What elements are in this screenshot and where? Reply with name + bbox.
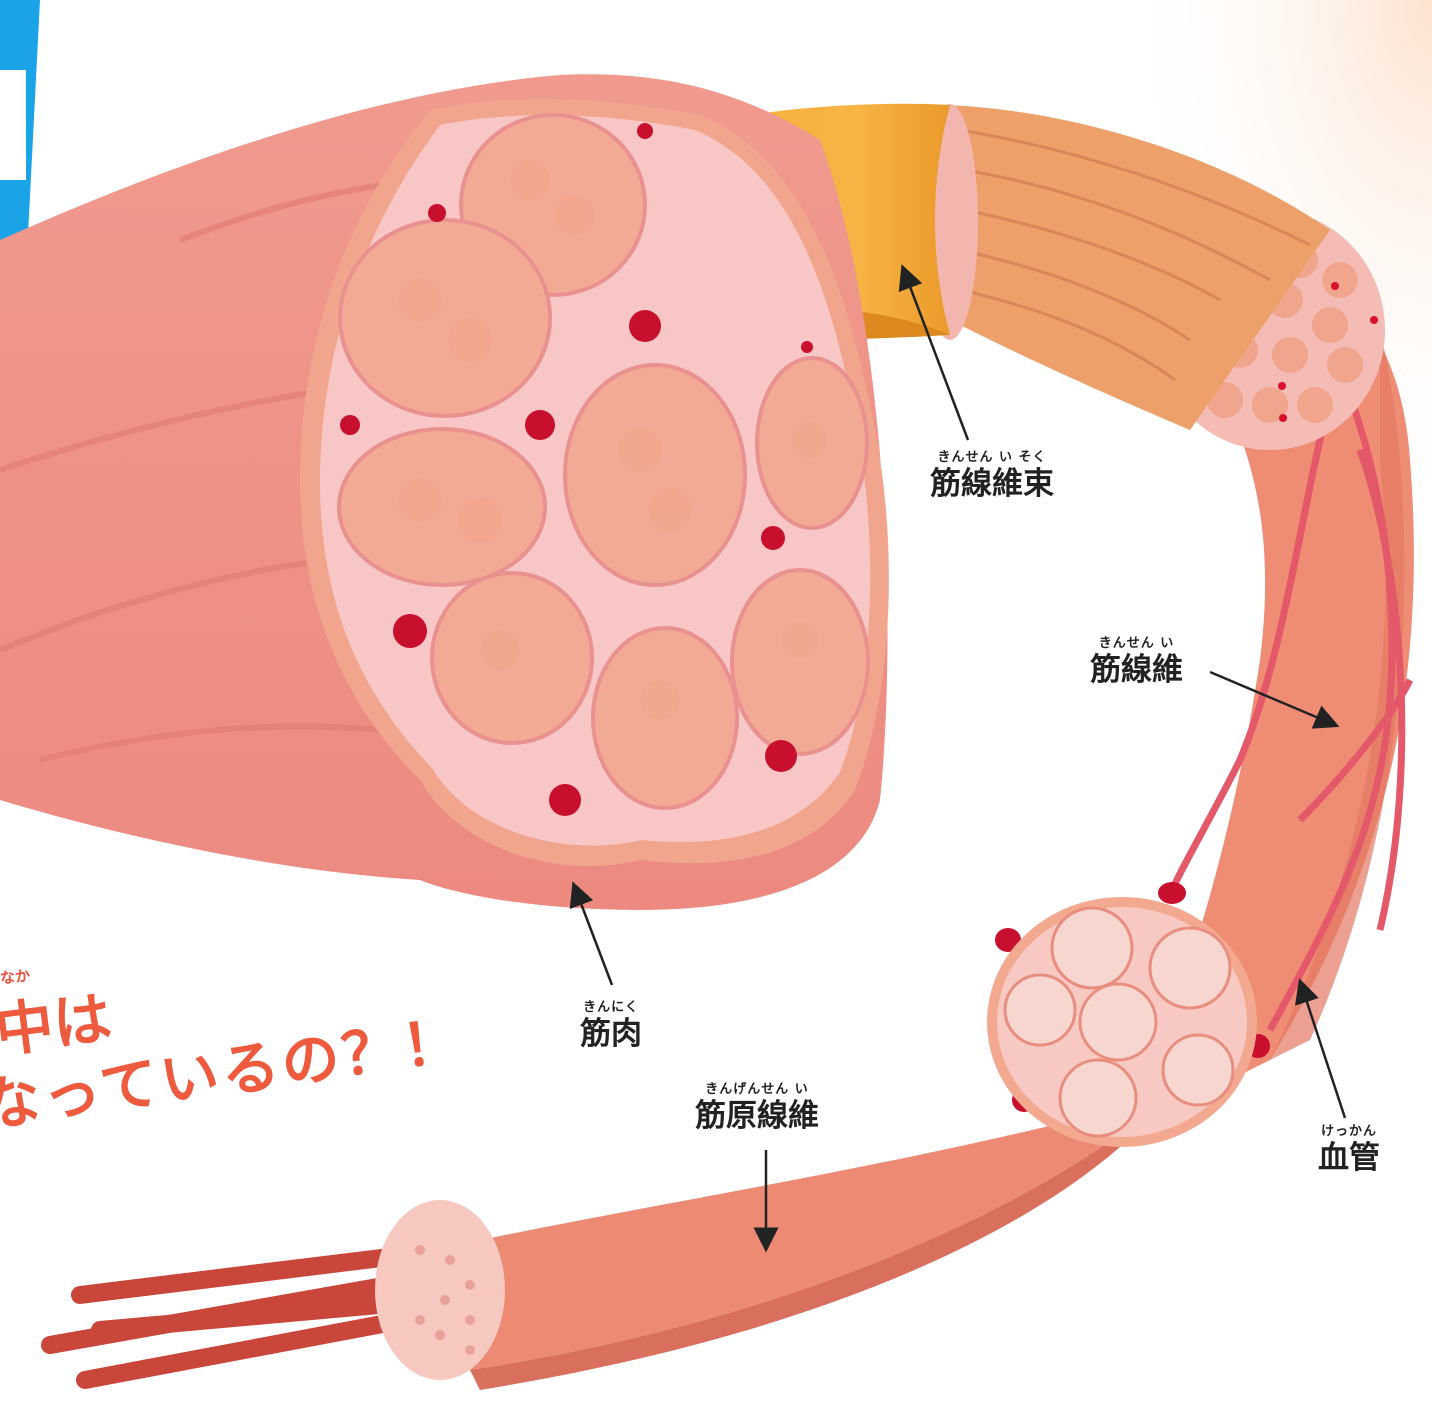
whole-muscle — [0, 74, 889, 910]
text-fiber: 筋線維 — [1090, 652, 1183, 688]
text-fascicle: 筋線維束 — [930, 466, 1054, 502]
myofibril-strand — [50, 1095, 1170, 1390]
text-myofibril: 筋原線維 — [695, 1098, 819, 1134]
arrow-vessel — [1303, 990, 1345, 1118]
label-fascicle: きんせん い そく 筋線維束 — [930, 450, 1054, 502]
label-muscle: きんにく 筋肉 — [580, 1000, 642, 1052]
label-fiber: きんせん い 筋線維 — [1090, 636, 1183, 688]
ruby-vessel: けっかん — [1318, 1124, 1380, 1140]
ruby-muscle: きんにく — [580, 1000, 642, 1016]
label-myofibril: きんげんせん い 筋原線維 — [695, 1082, 819, 1134]
text-vessel: 血管 — [1318, 1140, 1380, 1176]
ruby-myofibril: きんげんせん い — [695, 1082, 819, 1098]
ruby-fascicle: きんせん い そく — [930, 450, 1054, 466]
myofibril-cross-section — [375, 1200, 505, 1380]
label-vessel: けっかん 血管 — [1318, 1124, 1380, 1176]
ruby-fiber: きんせん い — [1090, 636, 1183, 652]
text-muscle: 筋肉 — [580, 1016, 642, 1052]
